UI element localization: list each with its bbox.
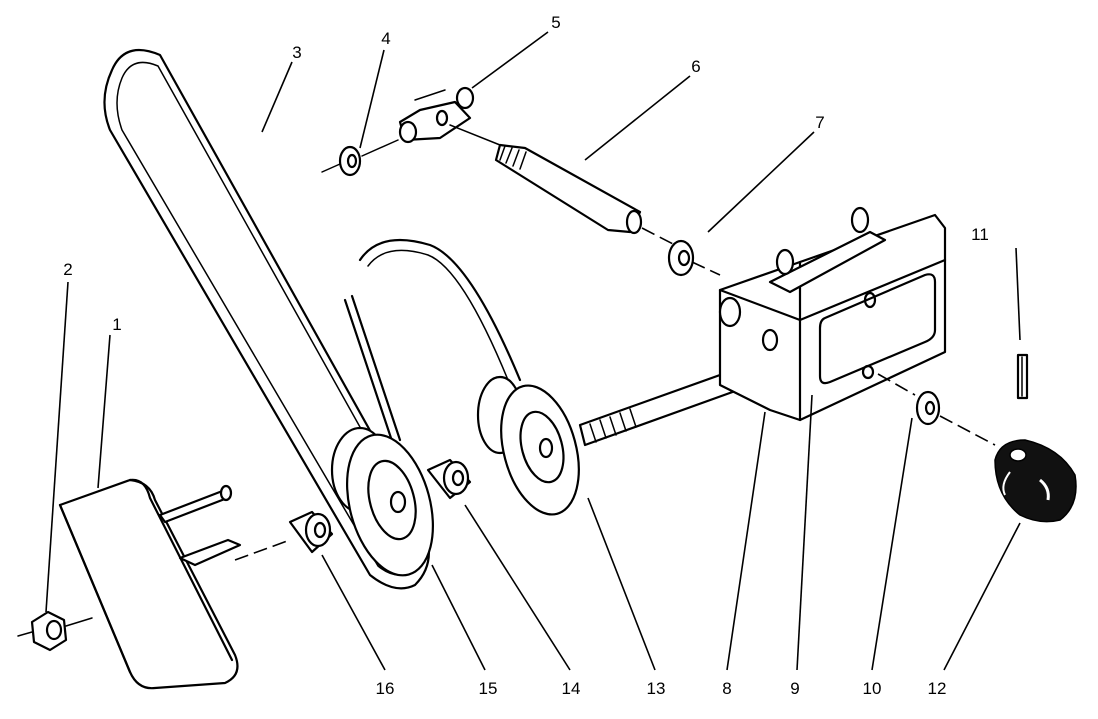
part-1-guard-bracket <box>58 478 242 690</box>
callout-13: 13 <box>647 679 666 698</box>
callout-16: 16 <box>376 679 395 698</box>
second-belt <box>343 238 522 452</box>
part-2-nut <box>17 610 93 652</box>
callout-9: 9 <box>790 679 799 698</box>
callout-12: 12 <box>928 679 947 698</box>
callout-7: 7 <box>815 113 824 132</box>
callout-1: 1 <box>112 315 121 334</box>
part-16-bushing <box>234 510 334 561</box>
part-14-bushing <box>426 458 472 500</box>
callout-2: 2 <box>63 260 72 279</box>
callout-14: 14 <box>562 679 581 698</box>
part-7-washer <box>667 239 721 277</box>
callout-labels: 1 2 3 4 5 6 7 11 16 15 14 13 8 9 10 12 <box>63 13 989 698</box>
callout-4: 4 <box>381 29 390 48</box>
part-8-9-housing <box>718 206 947 422</box>
callout-15: 15 <box>479 679 498 698</box>
callout-10: 10 <box>863 679 882 698</box>
part-13-pulley-shaft <box>476 363 754 516</box>
part-12-knob <box>994 439 1077 523</box>
part-15-pulley <box>330 426 434 577</box>
part-5-clevis <box>398 86 501 146</box>
part-11-pin <box>1016 353 1029 400</box>
leader-lines <box>45 31 1021 671</box>
callout-6: 6 <box>691 57 700 76</box>
callout-8: 8 <box>722 679 731 698</box>
callout-5: 5 <box>551 13 560 32</box>
callout-3: 3 <box>292 43 301 62</box>
part-4-clip <box>321 139 399 177</box>
callout-11: 11 <box>971 225 989 244</box>
part-6-threaded-rod <box>494 143 676 246</box>
part-10-washer <box>915 390 996 446</box>
